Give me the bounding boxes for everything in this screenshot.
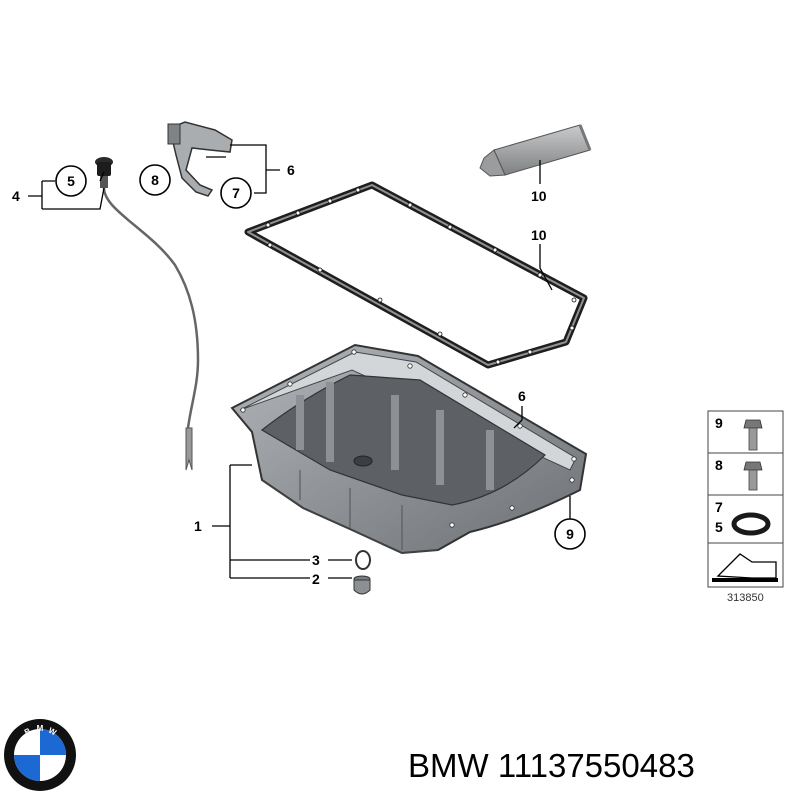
svg-text:W: W [47,726,58,738]
svg-text:M: M [37,724,44,733]
parts-legend [707,410,784,588]
callout-8: 8 [151,172,159,188]
drain-plug [353,575,371,595]
svg-text:B: B [23,726,33,737]
sealant-direction-icon [712,553,778,582]
legend-row-7: 7 [715,499,723,515]
oil-pan [230,343,588,555]
callout-10-gasket: 10 [531,227,547,243]
guide-tube [167,121,233,197]
callout-9: 9 [566,526,574,542]
leader-lines [28,144,571,579]
reference-number: 313850 [727,592,764,604]
callout-2: 2 [312,571,320,587]
bolt-icon [743,461,763,491]
callout-1: 1 [194,518,202,534]
dipstick [95,157,200,471]
callout-4: 4 [12,188,20,204]
callout-5: 5 [67,173,75,189]
legend-row-9: 9 [715,415,723,431]
o-ring-icon [731,512,771,536]
bmw-logo: B M W [4,719,76,791]
callout-3: 3 [312,552,320,568]
callout-10-tube: 10 [531,188,547,204]
callout-6-top: 6 [287,162,295,178]
callout-6-pan: 6 [518,388,526,404]
sealant-tube [479,124,592,177]
legend-row-8: 8 [715,457,723,473]
oil-pan-gasket [244,181,588,369]
callout-circles [55,164,586,550]
callout-7: 7 [232,185,240,201]
bolt-icon [743,419,763,451]
part-caption: BMW 11137550483 [408,747,695,784]
sealing-washer [355,550,371,570]
legend-row-5: 5 [715,519,723,535]
